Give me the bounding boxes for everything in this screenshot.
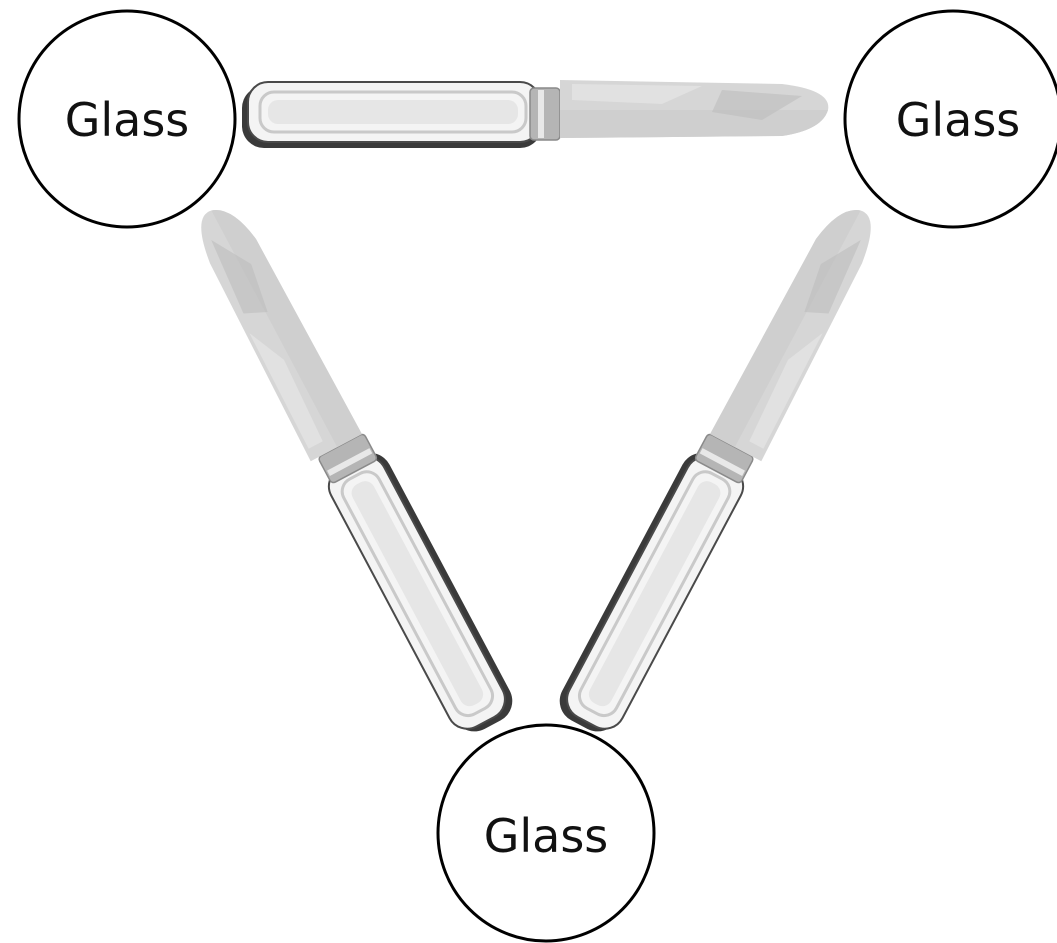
glass-top-right: Glass	[845, 11, 1057, 227]
glass-top-left: Glass	[19, 11, 235, 227]
knife-right	[552, 192, 887, 742]
glass-label: Glass	[65, 93, 190, 147]
knife-left	[185, 192, 520, 742]
glass-bottom: Glass	[438, 725, 654, 941]
glass-label: Glass	[896, 93, 1021, 147]
glass-label: Glass	[484, 809, 609, 863]
knife-top	[242, 80, 828, 148]
